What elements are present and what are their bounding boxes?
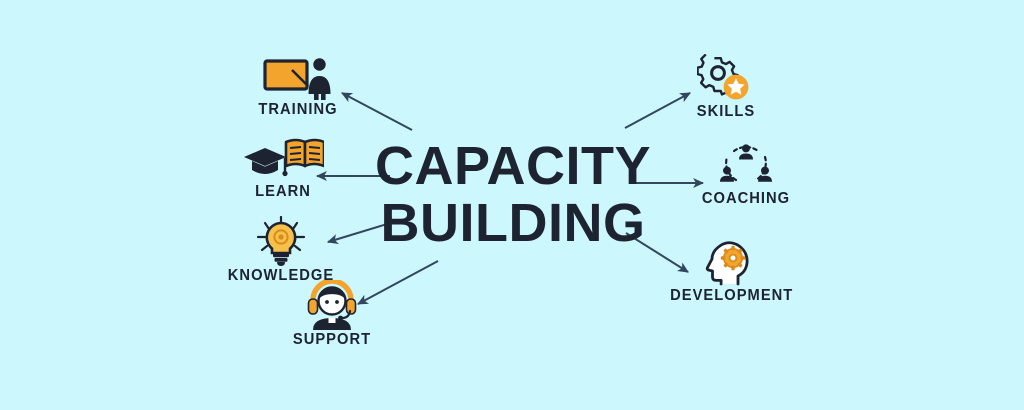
node-coaching[interactable]: COACHING: [690, 143, 802, 207]
three-people-circle-icon: [720, 144, 772, 182]
node-label-learn: LEARN: [255, 183, 311, 200]
arrow-down-left-knowledge: [326, 220, 398, 244]
center-title-line-1: CAPACITY: [374, 136, 651, 196]
node-label-development: DEVELOPMENT: [670, 287, 794, 304]
node-skills[interactable]: SKILLS: [672, 54, 780, 120]
arrow-down-left-support: [357, 260, 439, 305]
node-label-skills: SKILLS: [696, 103, 756, 120]
graduation-cap-book-icon: [244, 138, 324, 177]
headset-person-icon: [307, 280, 357, 330]
lightbulb-icon: [256, 216, 306, 266]
presentation-board-icon: [263, 58, 331, 100]
node-support[interactable]: SUPPORT: [277, 280, 387, 348]
node-label-coaching: COACHING: [701, 190, 791, 207]
arrow-down-right-development: [625, 232, 689, 273]
node-learn[interactable]: LEARN: [228, 136, 338, 200]
node-knowledge[interactable]: KNOWLEDGE: [222, 216, 340, 284]
center-title: CAPACITY BUILDING: [368, 136, 658, 254]
center-title-line-2: BUILDING: [380, 193, 646, 254]
node-training[interactable]: TRAINING: [243, 56, 353, 118]
gear-star-icon: [697, 54, 749, 100]
node-label-training: TRAINING: [258, 101, 338, 118]
node-label-support: SUPPORT: [292, 331, 372, 348]
arrow-up-left-training: [341, 92, 413, 131]
head-gear-icon: [705, 241, 749, 286]
node-label-knowledge: KNOWLEDGE: [227, 267, 335, 284]
node-development[interactable]: DEVELOPMENT: [665, 238, 793, 304]
arrow-up-right-skills: [624, 92, 691, 129]
